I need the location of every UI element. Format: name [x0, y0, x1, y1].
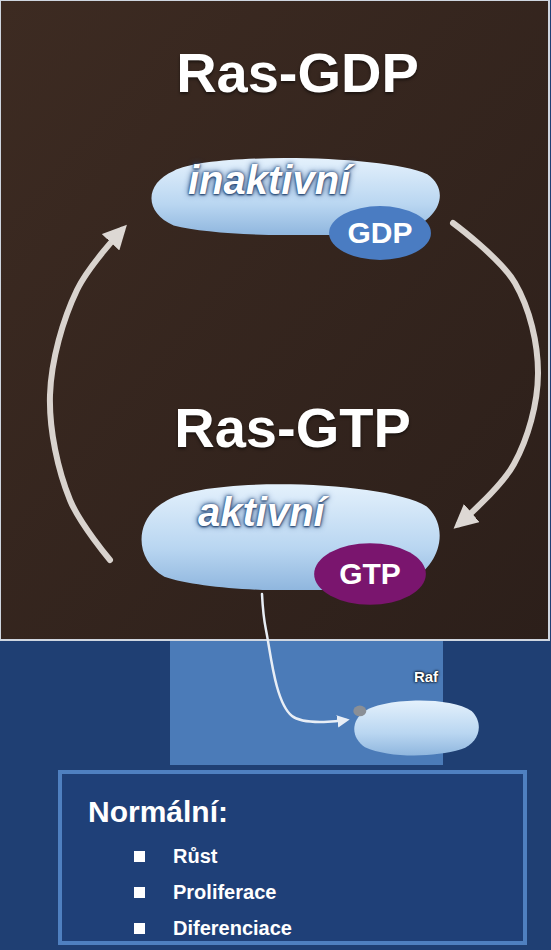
dark-panel [0, 0, 549, 640]
ras-protein: Ras-GDP inaktivní [150, 40, 445, 235]
nucleotide-label: GDP [347, 216, 412, 250]
bullet-square [134, 923, 145, 934]
bullet-item: Proliferace [173, 880, 276, 904]
cycle-arrow [50, 230, 122, 560]
box-heading: Normální: [88, 794, 497, 830]
state-label: aktivní [198, 490, 325, 534]
bullet-square [134, 887, 145, 898]
cycle-arrow [262, 594, 346, 722]
state-heading: Ras-GTP [140, 395, 445, 461]
raf-label: Raf [352, 668, 482, 686]
gtp-ellipse: GTP [313, 542, 427, 606]
nucleotide-label: GTP [339, 557, 401, 591]
bullet-item: Diferenciace [173, 916, 292, 940]
outcome-box: Normální: RůstProliferaceDiferenciace [58, 770, 527, 945]
state-label: inaktivní [188, 158, 350, 202]
raf-blob [352, 696, 482, 760]
raf-protein: Raf [352, 668, 482, 760]
cycle-arrow [453, 223, 538, 524]
gdp-ellipse: GDP [328, 205, 432, 261]
state-heading: Ras-GDP [150, 40, 445, 106]
bullet-item: Růst [173, 844, 217, 868]
bullet-square [134, 851, 145, 862]
